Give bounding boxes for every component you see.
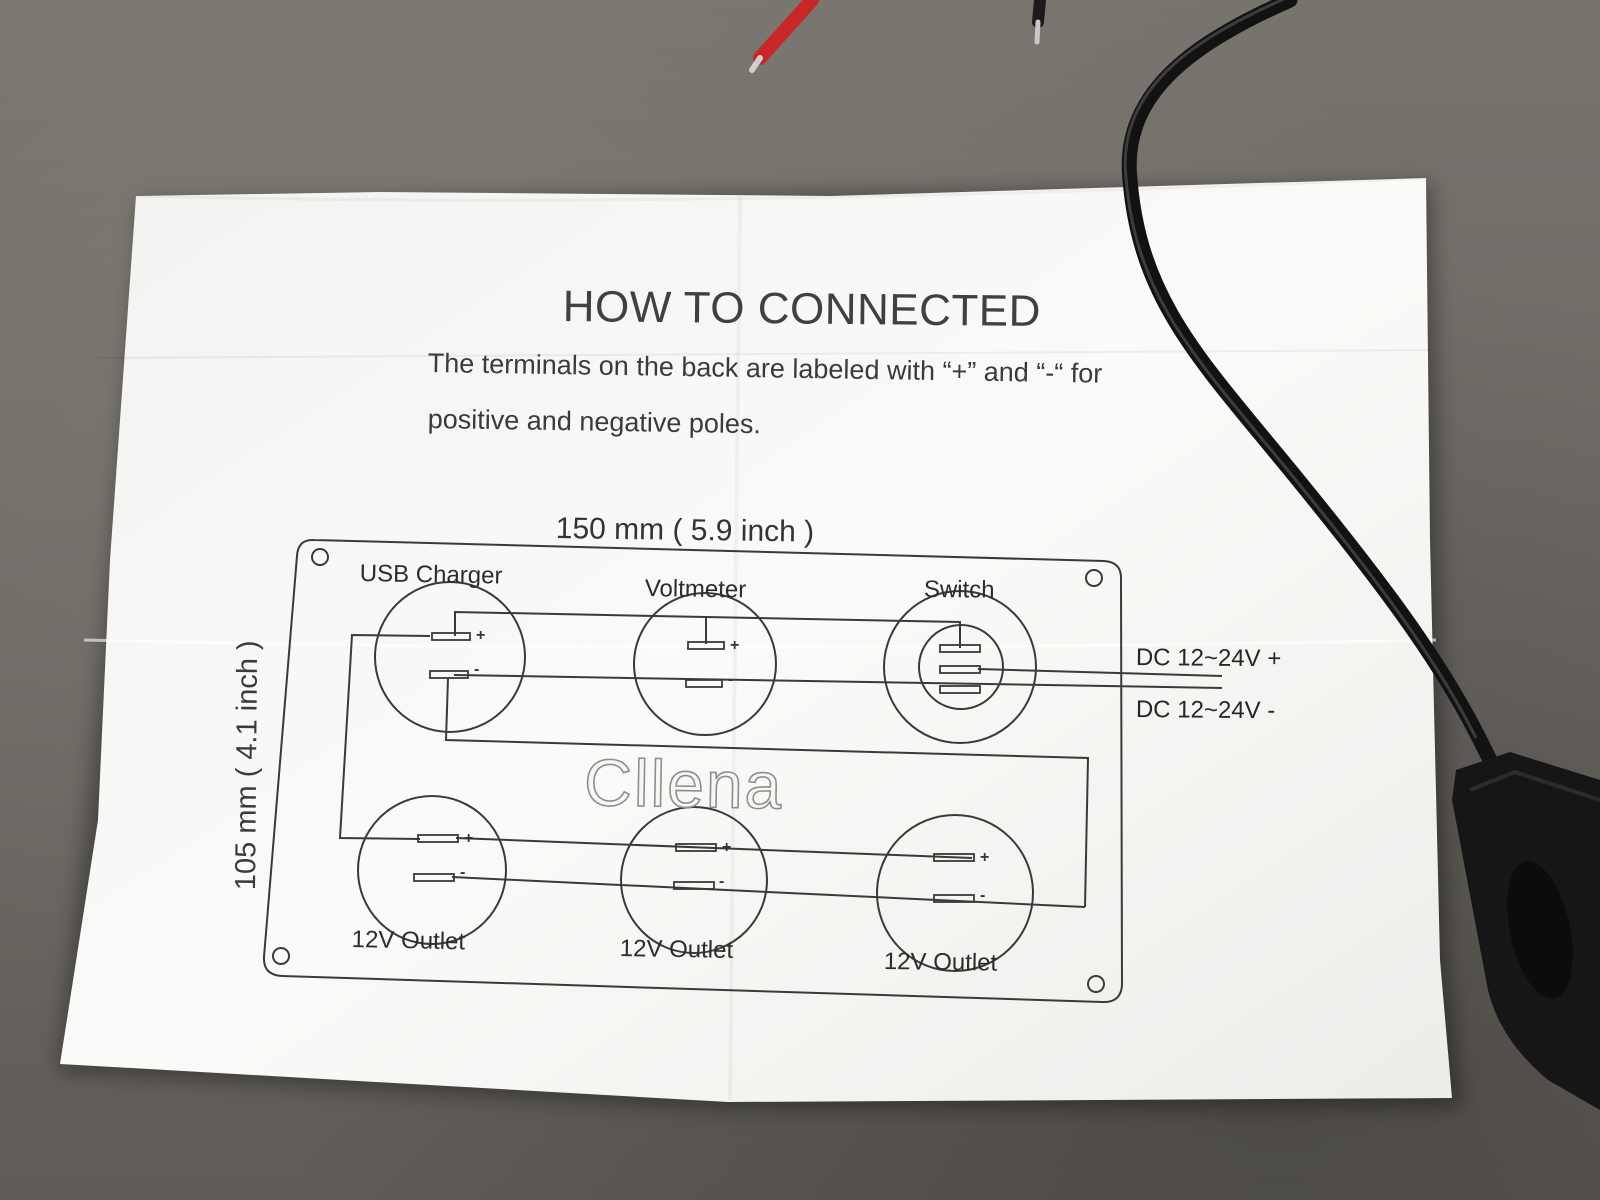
brand-watermark: Cllena (583, 744, 785, 823)
label-outlet-3: 12V Outlet (883, 948, 998, 977)
label-outlet-2: 12V Outlet (619, 935, 734, 964)
sheet-title: HOW TO CONNECTED (562, 282, 1042, 337)
height-dimension: 105 mm ( 4.1 inch ) (230, 640, 265, 891)
label-voltmeter: Voltmeter (644, 575, 747, 604)
label-usb-charger: USB Charger (359, 560, 503, 590)
instructions-line-2: positive and negative poles. (427, 404, 762, 440)
label-outlet-1: 12V Outlet (351, 926, 466, 956)
label-switch: Switch (923, 576, 995, 604)
label-dc-negative: DC 12~24V - (1135, 696, 1276, 725)
label-dc-positive: DC 12~24V + (1135, 644, 1282, 673)
width-dimension: 150 mm ( 5.9 inch ) (555, 512, 815, 549)
